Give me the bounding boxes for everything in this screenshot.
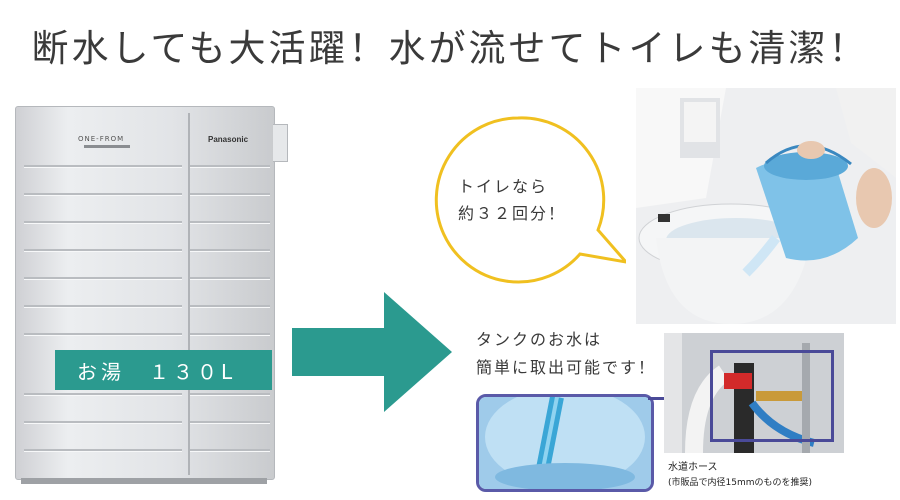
toilet-photo bbox=[636, 88, 896, 324]
brand-logo-underline bbox=[84, 145, 130, 148]
tank-unit-image: ONE-FROM Panasonic お湯 １３０L bbox=[15, 106, 288, 486]
tank-right-panel: Panasonic bbox=[188, 113, 270, 475]
speech-bubble bbox=[434, 116, 626, 284]
brand-logo-left: ONE-FROM bbox=[78, 135, 125, 143]
brand-logo-panasonic: Panasonic bbox=[208, 135, 249, 144]
tank-body: ONE-FROM Panasonic bbox=[15, 106, 275, 480]
right-arrow-icon bbox=[292, 292, 452, 412]
hose-highlight-frame bbox=[710, 350, 834, 442]
tank-side-box bbox=[273, 124, 288, 162]
bubble-line-2: 約３２回分！ bbox=[458, 204, 567, 223]
headline: 断水しても大活躍！水が流せてトイレも清潔！ bbox=[31, 27, 869, 70]
tank-caption: タンクのお水は 簡単に取出可能です！ bbox=[476, 326, 656, 382]
hose-sub-caption: (市販品で内径15mmのものを推奨) bbox=[668, 478, 813, 488]
capacity-label: お湯 １３０L bbox=[55, 350, 272, 390]
hose-valve-photo bbox=[664, 333, 844, 453]
bubble-line-1: トイレなら bbox=[458, 177, 549, 196]
hose-caption: 水道ホース bbox=[668, 462, 718, 473]
bubble-text: トイレなら 約３２回分！ bbox=[458, 173, 628, 227]
bucket-water-photo bbox=[476, 394, 654, 492]
tank-foot bbox=[21, 478, 267, 484]
tank-caption-line-1: タンクのお水は bbox=[476, 330, 603, 349]
tank-caption-line-2: 簡単に取出可能です！ bbox=[476, 358, 657, 377]
tank-left-panel: ONE-FROM bbox=[24, 113, 182, 475]
